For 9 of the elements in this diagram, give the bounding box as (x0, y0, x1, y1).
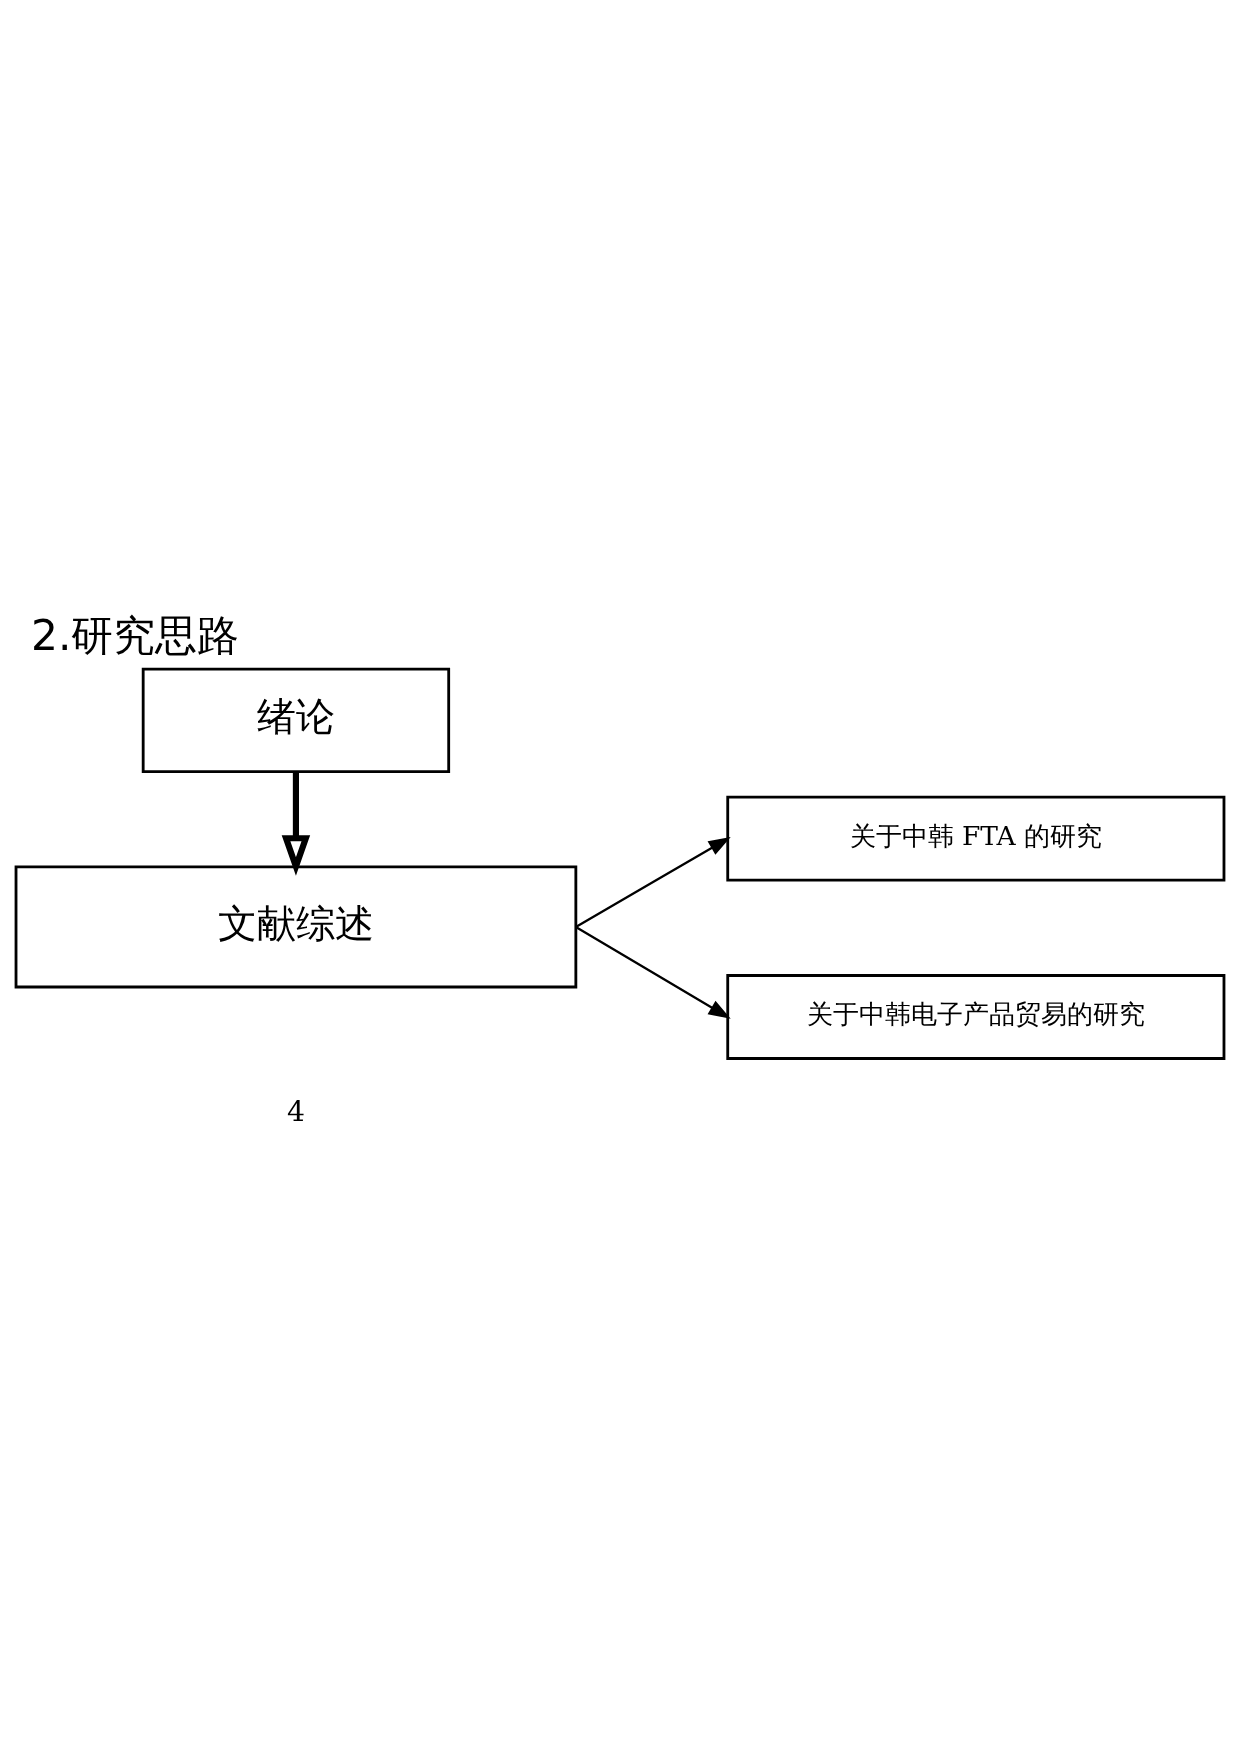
arrow (575, 925, 731, 1019)
node-box: 绪论 (141, 667, 451, 773)
arrow (281, 771, 311, 876)
label: 4 (286, 1094, 305, 1128)
node-box: 关于中韩电子产品贸易的研究 (726, 973, 1226, 1060)
node-box: 关于中韩 FTA 的研究 (726, 795, 1226, 882)
node-box: 文献综述 (14, 865, 578, 988)
diagram-title: 2.研究思路 (31, 610, 240, 660)
arrow (575, 836, 731, 928)
